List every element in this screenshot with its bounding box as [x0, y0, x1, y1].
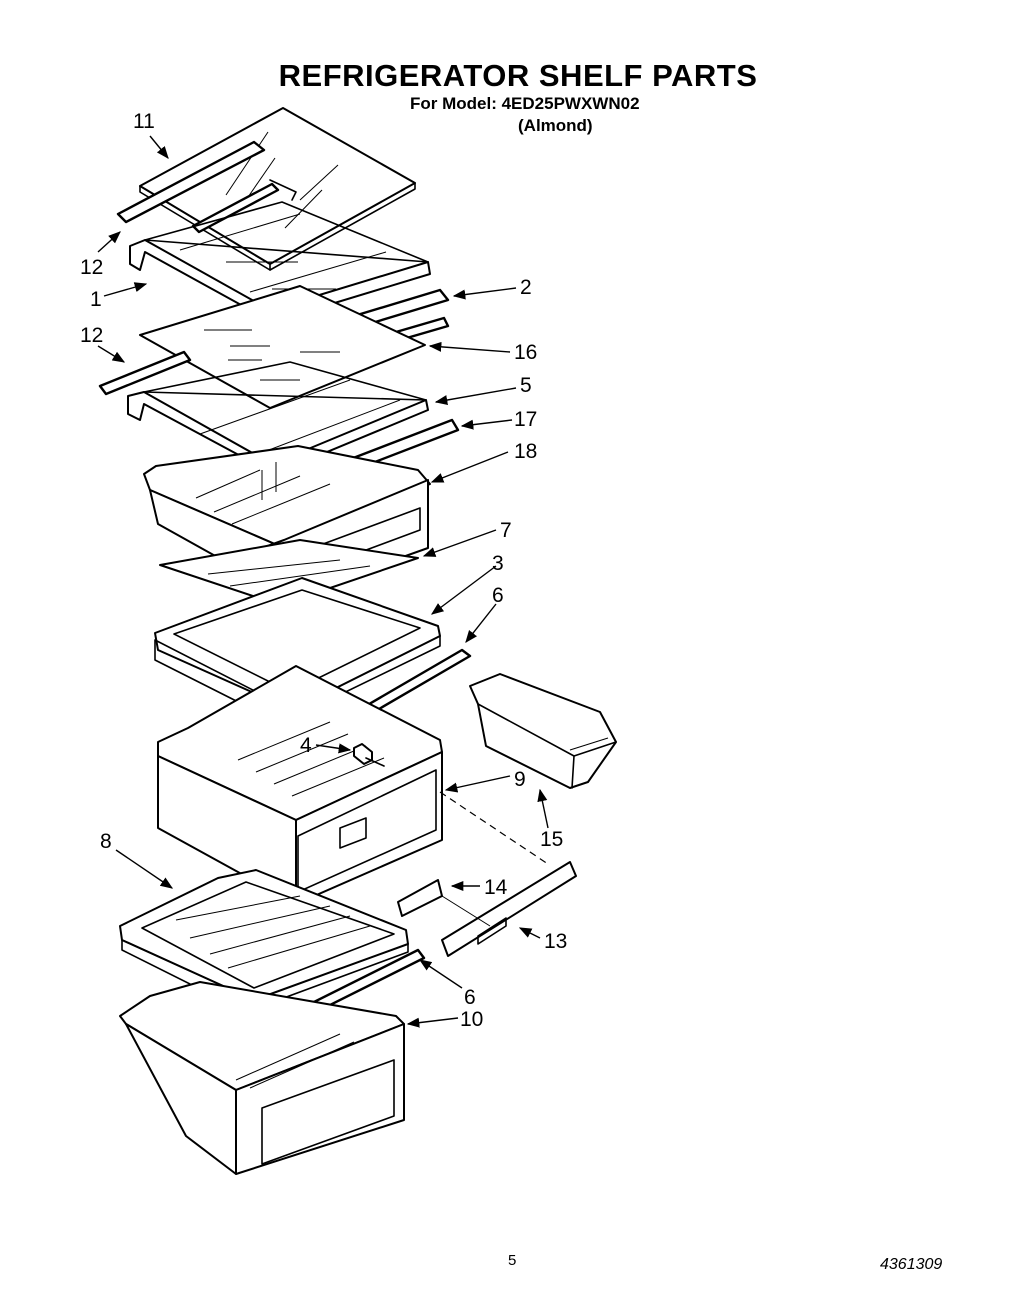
part-15-door-bin [469, 673, 617, 789]
part-10-bottom-drawer [119, 981, 405, 1175]
callout-17: 17 [514, 408, 537, 431]
callout-1: 1 [90, 288, 102, 311]
part-16-glass-insert [139, 285, 426, 409]
callout-13: 13 [544, 930, 567, 953]
callout-15: 15 [540, 828, 563, 851]
model-color: (Almond) [518, 116, 593, 135]
part-8-shelf [119, 869, 409, 1013]
callout-7: 7 [500, 519, 512, 542]
part-7-glass-shelf [159, 539, 419, 606]
part-1-shelf-frame [129, 201, 431, 323]
document-number: 4361309 [880, 1256, 943, 1273]
callout-4: 4 [300, 734, 312, 757]
callout-12-upper: 12 [80, 256, 103, 279]
callout-6-upper: 6 [492, 584, 504, 607]
model-number: For Model: 4ED25PWXWN02 [410, 94, 640, 113]
callout-labels: 11 12 1 12 2 16 5 17 18 7 3 6 4 9 15 8 1… [80, 110, 567, 1031]
part-5-cover-frame [127, 361, 429, 475]
callout-3: 3 [492, 552, 504, 575]
part-13-control-plate [441, 861, 577, 957]
callout-5: 5 [520, 374, 532, 397]
diagram-title: REFRIGERATOR SHELF PARTS [278, 58, 758, 93]
callout-6-lower: 6 [464, 986, 476, 1009]
callout-11: 11 [133, 110, 155, 133]
callout-9: 9 [514, 768, 526, 791]
callout-14: 14 [484, 876, 508, 899]
callout-8: 8 [100, 830, 112, 853]
leader-lines [97, 135, 549, 1028]
part-9-meat-pan [157, 665, 443, 905]
callout-12-lower: 12 [80, 324, 103, 347]
callout-18: 18 [514, 440, 537, 463]
callout-16: 16 [514, 341, 537, 364]
part-14-slide [397, 879, 443, 917]
page-number: 5 [508, 1252, 517, 1269]
part-4-screw [353, 743, 385, 767]
part-12-trim-lower [98, 350, 192, 396]
callout-2: 2 [520, 276, 532, 299]
callout-10: 10 [460, 1008, 483, 1031]
